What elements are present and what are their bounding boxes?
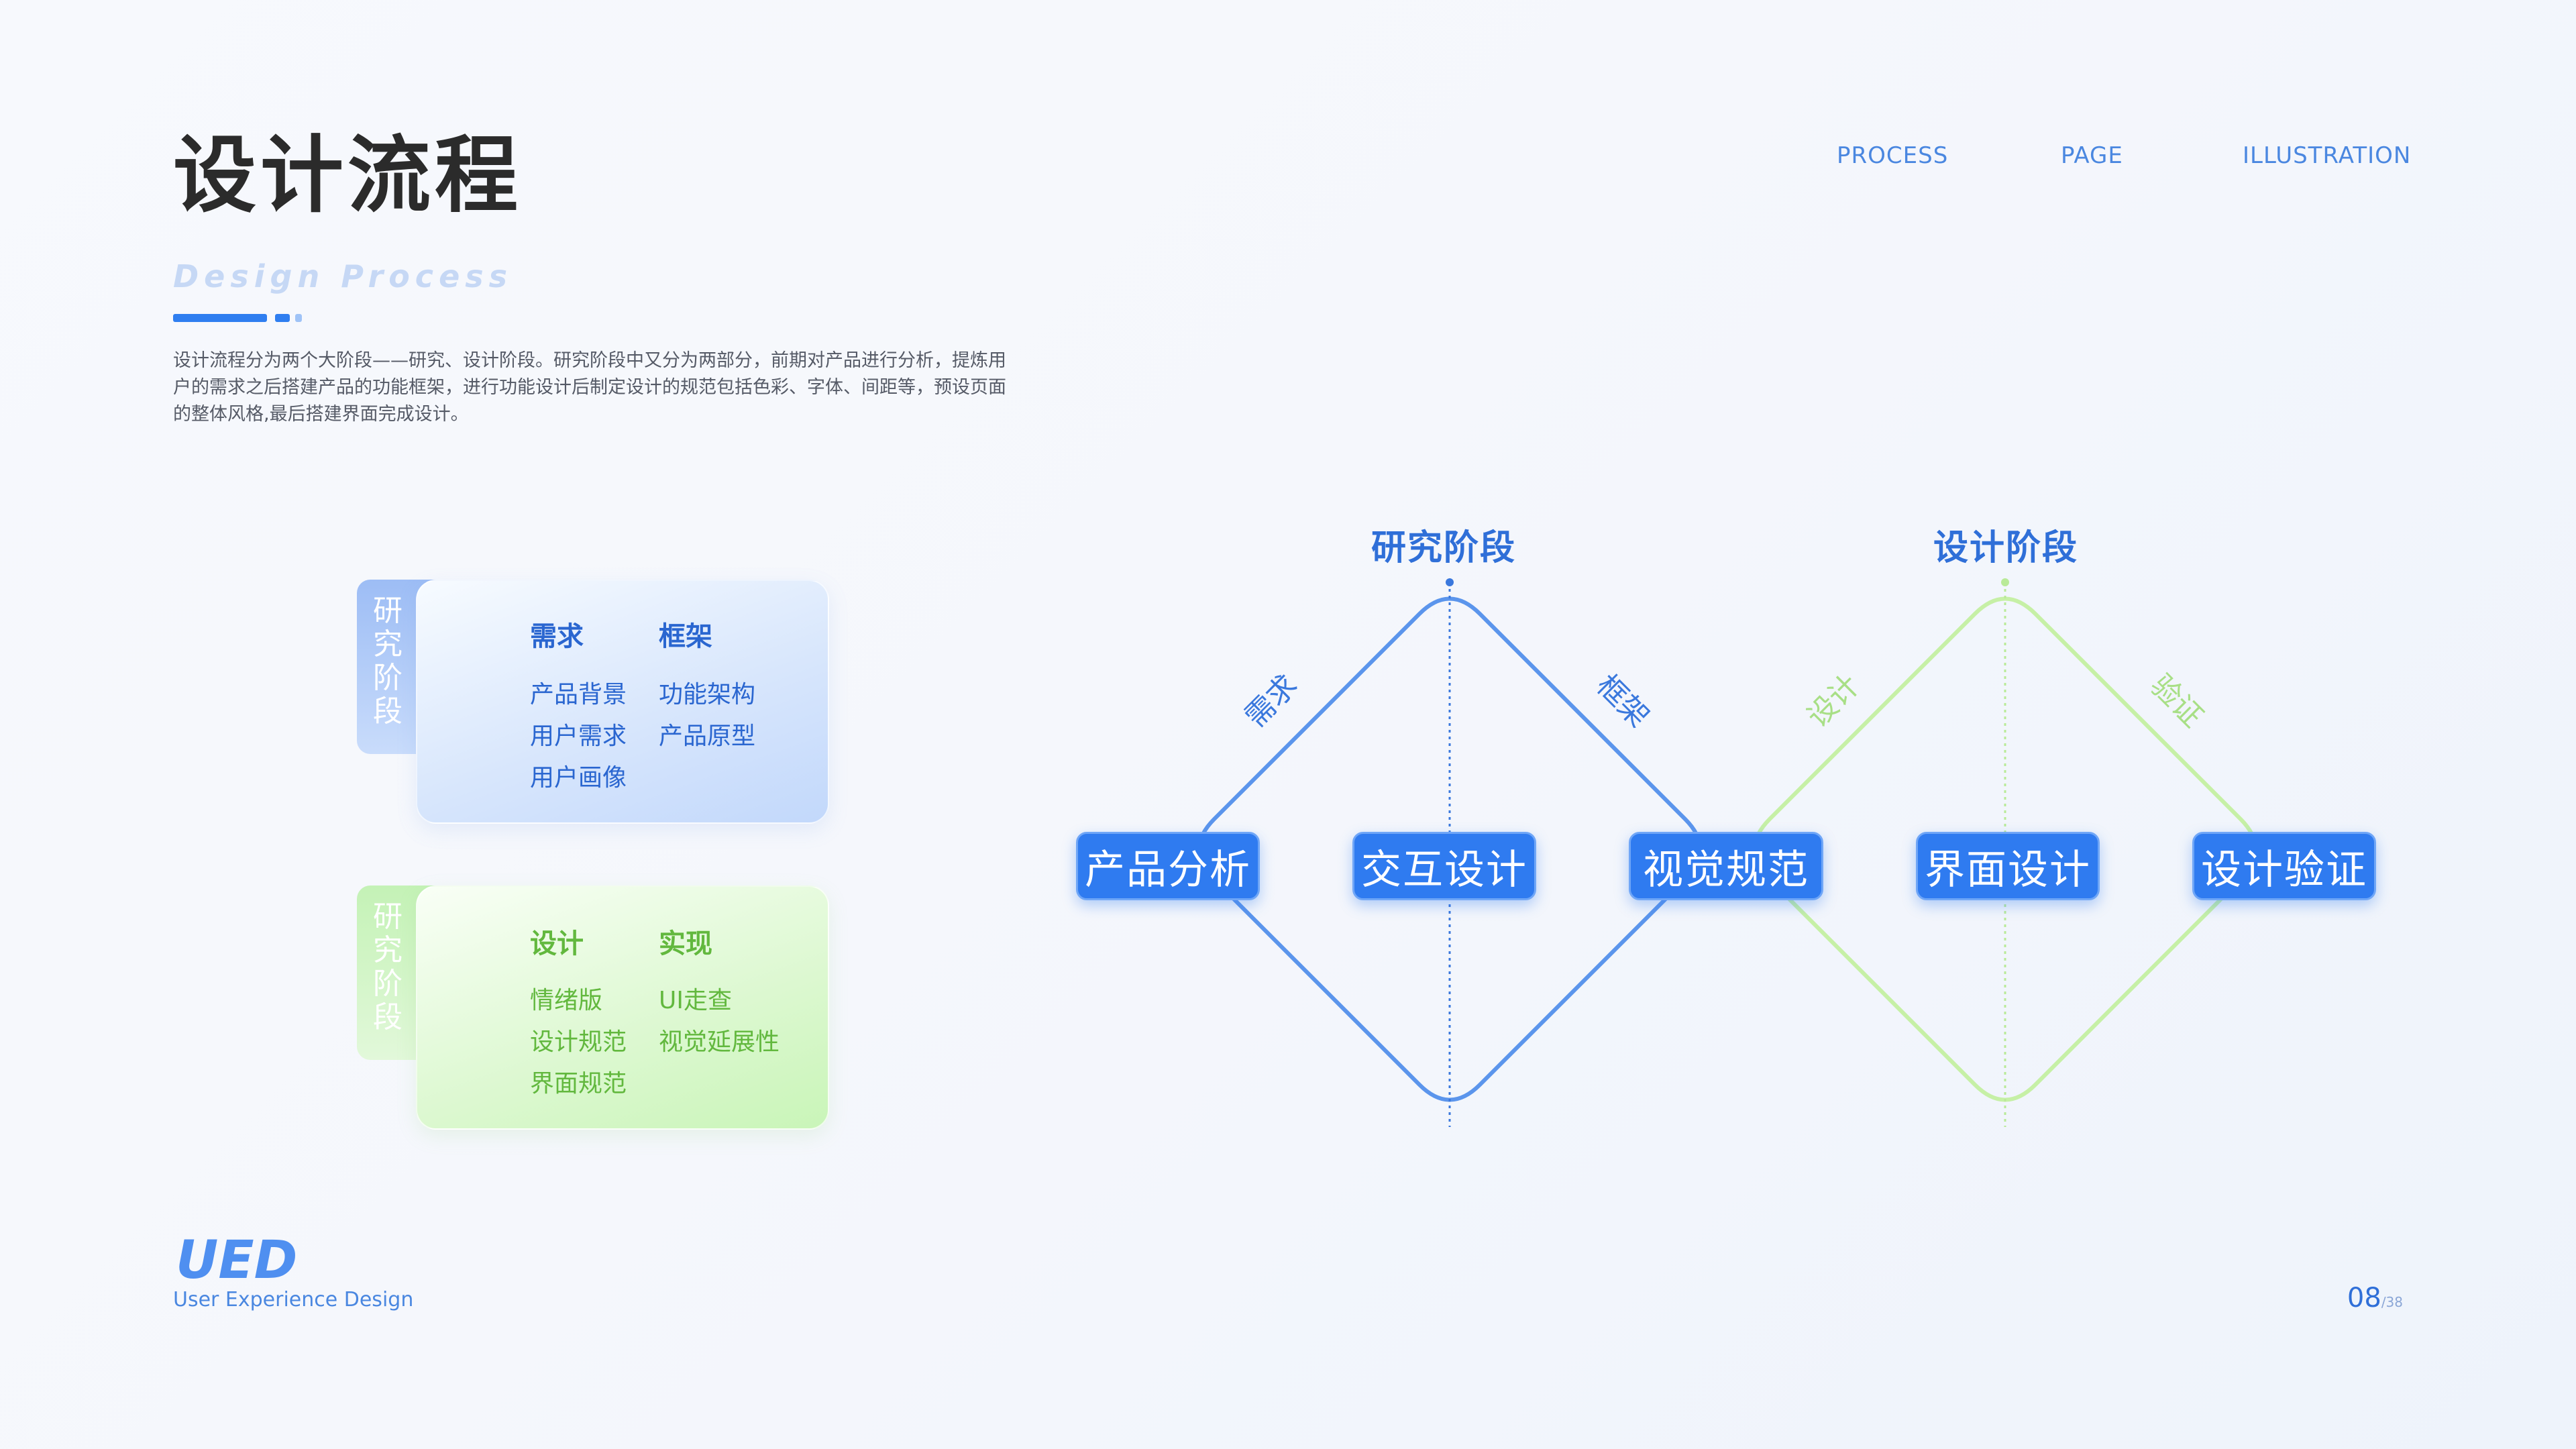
nav-illustration[interactable]: ILLUSTRATION bbox=[2243, 142, 2412, 169]
research-item: 用户需求 bbox=[530, 722, 627, 750]
research-item: 产品背景 bbox=[530, 681, 627, 708]
design-card-body: 设计 实现 情绪版 设计规范 界面规范 UI走查 视觉延展性 bbox=[416, 885, 829, 1130]
page-description: 设计流程分为两个大阶段——研究、设计阶段。研究阶段中又分为两部分，前期对产品进行… bbox=[173, 350, 1006, 425]
nav-process[interactable]: PROCESS bbox=[1837, 142, 1949, 169]
design-item: UI走查 bbox=[659, 987, 732, 1014]
stage-title-research: 研究阶段 bbox=[1371, 528, 1517, 568]
node-product-analysis: 产品分析 bbox=[1076, 832, 1260, 900]
ued-logo: UED bbox=[173, 1230, 307, 1291]
research-card-body: 需求 框架 产品背景 用户需求 用户画像 功能架构 产品原型 bbox=[416, 580, 829, 824]
page-subtitle: Design Process bbox=[173, 258, 513, 294]
design-card: 研究阶段 设计 实现 情绪版 设计规范 界面规范 UI走查 视觉延展性 bbox=[357, 885, 829, 1130]
node-design-verify: 设计验证 bbox=[2192, 832, 2376, 900]
page-number: 08/38 bbox=[2347, 1283, 2403, 1313]
design-col2-title: 实现 bbox=[659, 928, 712, 959]
design-center-dot bbox=[2001, 578, 2009, 586]
design-card-tag-label: 研究阶段 bbox=[373, 900, 402, 1034]
research-item: 功能架构 bbox=[659, 681, 756, 708]
page-total: /38 bbox=[2381, 1294, 2403, 1310]
design-item: 视觉延展性 bbox=[659, 1028, 780, 1056]
nav-page[interactable]: PAGE bbox=[2061, 142, 2123, 169]
ued-logo-subtitle: User Experience Design bbox=[173, 1288, 414, 1311]
research-card-tag-label: 研究阶段 bbox=[373, 594, 402, 729]
title-decoration bbox=[173, 314, 307, 322]
design-item: 情绪版 bbox=[530, 987, 603, 1014]
research-item: 用户画像 bbox=[530, 764, 627, 792]
ued-logo-text: UED bbox=[176, 1231, 297, 1285]
design-item: 设计规范 bbox=[530, 1028, 627, 1056]
stage-title-design: 设计阶段 bbox=[1933, 528, 2079, 568]
design-col1-title: 设计 bbox=[530, 928, 584, 959]
research-card: 研究阶段 需求 框架 产品背景 用户需求 用户画像 功能架构 产品原型 bbox=[357, 580, 829, 824]
node-visual-spec: 视觉规范 bbox=[1629, 832, 1823, 900]
research-col1-title: 需求 bbox=[530, 621, 584, 652]
design-item: 界面规范 bbox=[530, 1070, 627, 1097]
page-current: 08 bbox=[2347, 1283, 2381, 1313]
node-interface-design: 界面设计 bbox=[1916, 832, 2100, 900]
research-center-dot bbox=[1446, 578, 1454, 586]
research-item: 产品原型 bbox=[659, 722, 756, 750]
research-col2-title: 框架 bbox=[659, 621, 712, 652]
page-title: 设计流程 bbox=[173, 127, 523, 224]
node-interaction-design: 交互设计 bbox=[1352, 832, 1536, 900]
